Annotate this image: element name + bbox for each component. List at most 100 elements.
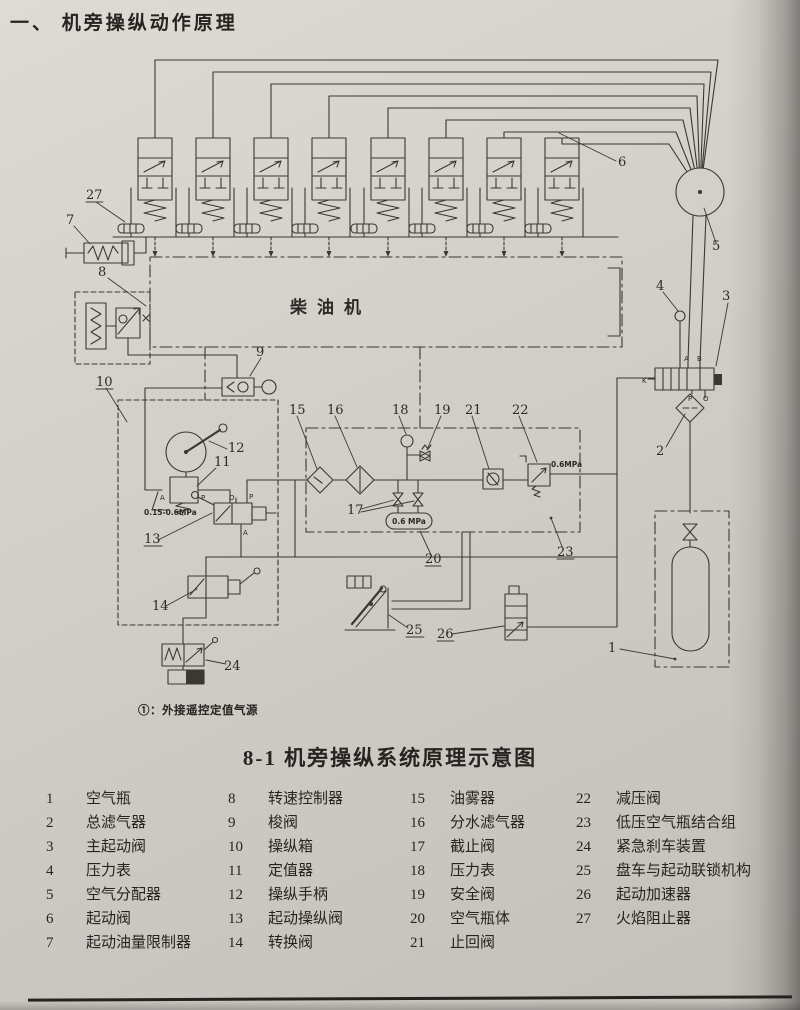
remote-source-port [261,379,277,395]
starting-accelerator [504,585,528,641]
legend-item-number: 14 [228,935,243,951]
lp-bottle-body: 0.6 MPa [385,512,433,530]
legend-item-number: 6 [46,911,54,927]
callout-26: 26 [437,627,454,642]
callout-21: 21 [465,403,482,418]
legend-item-number: 15 [410,791,425,807]
callout-6: 6 [618,155,626,170]
callout-22: 22 [512,403,529,418]
speed-controller [74,291,238,379]
manifold-engine-drops [152,236,565,257]
port-o-label: O [703,395,709,403]
legend-item-label: 分水滤气器 [450,815,526,831]
callout-24: 24 [224,659,241,674]
port-b-label: B [697,355,702,363]
legend-item-number: 4 [46,863,54,879]
legend-item-label: 紧急刹车装置 [616,839,707,855]
legend-item-label: 油雾器 [450,791,496,807]
legend-item-number: 3 [46,839,54,855]
diesel-engine-box: 柴油机 [149,256,623,429]
pressure-setter: A P 0.15-0.6MPa [144,476,231,517]
legend-item-number: 27 [576,911,591,927]
shuttle-valve [144,377,277,491]
legend-item-label: 火焰阻止器 [616,911,692,927]
port-k-label: K [642,377,647,385]
legend-item-label: 空气分配器 [86,887,162,903]
legend-item-number: 7 [46,935,54,951]
starting-valve [408,137,468,238]
legend-item-label: 压力表 [450,863,496,879]
legend-item-label: 梭阀 [268,815,299,831]
air-distributor [675,167,725,363]
emergency-brake-device [161,636,219,685]
callout-25: 25 [406,623,423,638]
check-valve [482,468,529,490]
port-a-label: A [160,494,165,502]
legend-item-number: 12 [228,887,243,903]
engine-pressure-gauge [674,310,686,369]
legend-item-label: 起动加速器 [616,887,692,903]
legend-item-number: 1 [46,791,54,807]
port-p-label: P [201,494,205,502]
main-starting-valve: K A B P O [642,355,722,403]
callout-16: 16 [327,403,344,418]
legend-item: 24 紧急刹车装置 [576,835,751,859]
legend-item-label: 盘车与起动联锁机构 [616,863,752,879]
legend-item-label: 安全阀 [450,887,496,903]
legend-item-label: 低压空气瓶结合组 [616,815,737,831]
starting-valve [350,137,410,238]
legend-item-number: 13 [228,911,243,927]
legend-item-number: 19 [410,887,425,903]
legend-item-number: 17 [410,839,425,855]
legend-item-label: 定值器 [268,863,314,879]
legend-item-number: 26 [576,887,591,903]
starting-valve [233,137,293,238]
callout-13: 13 [144,532,161,547]
callout-18: 18 [392,403,409,418]
lp-pressure-gauge [400,434,414,481]
callout-labels: 1 2 3 4 5 6 7 8 9 10 11 12 13 1 [66,132,730,674]
main-air-bottle [654,510,730,668]
diesel-engine-label: 柴油机 [289,297,371,318]
turning-interlock-mechanism [344,531,471,631]
starting-valve [466,137,526,238]
distributor-pipe-fan [154,59,719,193]
callout-10: 10 [96,375,113,390]
callout-3: 3 [722,289,730,304]
callout-23: 23 [557,545,574,560]
callout-15: 15 [289,403,306,418]
callout-20: 20 [425,552,442,567]
port-a-label: A [243,529,248,537]
starting-valve [117,137,177,238]
transfer-valve [182,556,261,645]
pipes [205,377,656,628]
legend-item-label: 转速控制器 [268,791,344,807]
legend-item-label: 空气瓶体 [450,911,511,927]
legend-item-number: 21 [410,935,425,951]
legend-item-number: 22 [576,791,591,807]
legend-item-number: 20 [410,911,425,927]
callout-14: 14 [152,599,169,614]
bottle-pressure-label: 0.6 MPa [392,517,426,526]
pressure-reducing-valve: 0.6MPa [519,455,582,498]
legend-item-number: 24 [576,839,591,855]
safety-valve [406,444,432,462]
reducer-pressure-label: 0.6MPa [551,460,582,469]
legend-item-label: 操纵手柄 [268,887,329,903]
legend-item-label: 操纵箱 [268,839,314,855]
page-title: 一、 机旁操纵动作原理 [10,13,238,34]
legend-item: 17 截止阀 [410,835,525,859]
legend-item-label: 截止阀 [450,839,496,855]
